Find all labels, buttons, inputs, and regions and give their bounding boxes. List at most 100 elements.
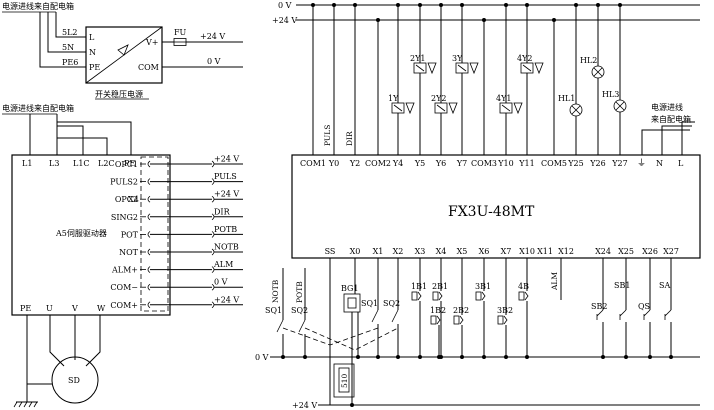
servo-term-l1c: L1C (73, 159, 90, 168)
plc-out-y7: Y7 (456, 159, 467, 168)
reed-3b1: 3B1 (475, 282, 491, 301)
reed-contact (417, 291, 422, 301)
psu-box-pe: PE (89, 63, 100, 72)
reed-contact (481, 291, 486, 301)
junction-dot (350, 403, 354, 407)
reed-label-1b1: 1B1 (411, 282, 427, 291)
reed-label-2b1: 2B1 (432, 282, 448, 291)
button-sb2: SB2 (591, 302, 607, 320)
plc-in-x2: X2 (393, 247, 404, 256)
button-label-qs: QS (638, 302, 650, 311)
servo-pin-1: PULS2 (110, 178, 138, 187)
psu-term-pe6: PE6 (62, 58, 78, 67)
limit-sq1-left: SQ1 (265, 306, 282, 315)
plc-out-y25: Y25 (567, 159, 583, 168)
servo-pin-8: COM+ (110, 301, 138, 310)
reed-3b2: 3B2 (497, 306, 513, 325)
psu-out-0v: 0 V (207, 57, 221, 66)
bottom-0v-label: 0 V (255, 353, 269, 362)
plc-out-y27: Y27 (611, 159, 627, 168)
valve-2y1: 2Y1 (410, 5, 437, 155)
servo-pin-6: ALM+ (111, 266, 138, 275)
valve-symbol (405, 102, 415, 115)
plc-in-x12: X12 (558, 247, 574, 256)
valve-label-2y1: 2Y1 (410, 54, 425, 63)
lamp-hl2: HL2 (580, 5, 605, 155)
plc-in-x27: X27 (663, 247, 679, 256)
junction-dot (356, 355, 360, 359)
plc-in-x1: X1 (373, 247, 384, 256)
bottom-24v-label: +24 V (292, 401, 317, 410)
power-source-2: 来自配电箱 (651, 114, 691, 124)
plc-dir: DIR (345, 131, 354, 146)
servo-signal-8: +24 V (214, 295, 239, 304)
plc-in-x11: X11 (537, 247, 553, 256)
pin-connector (147, 283, 151, 291)
pin-connector (147, 301, 151, 309)
reed-magnet (475, 291, 482, 301)
reed-2b1: 2B1 (432, 282, 448, 301)
valve-2y2: 2Y2 (431, 5, 458, 155)
limit-potb: POTB (295, 281, 304, 303)
plc-out-y0: Y0 (328, 159, 339, 168)
valve-4y2: 4Y2 (517, 5, 544, 155)
junction-dot (437, 355, 441, 359)
plc-term-n: N (656, 159, 663, 168)
servo-bot-u: U (46, 304, 53, 313)
servo-motor-label: SD (68, 376, 80, 385)
button-label-sb1: SB1 (614, 281, 630, 290)
plc-out-y11: Y11 (518, 159, 534, 168)
valve-label-2y2: 2Y2 (431, 94, 446, 103)
plc-puls: PULS (323, 125, 332, 146)
valve-1y: 1Y (388, 5, 415, 155)
sensor-inner (347, 297, 357, 309)
button-contact (619, 309, 627, 320)
pin-connector (147, 266, 151, 273)
plc-alm: ALM (550, 272, 559, 291)
button-sb1: SB1 (614, 281, 630, 320)
plc-name: FX3U-48MT (448, 204, 535, 220)
reed-4b: 4B (518, 282, 529, 301)
plc-out-com2: COM2 (365, 159, 391, 168)
psu-box-l: L (89, 33, 95, 42)
reed-magnet (411, 291, 418, 301)
lamp-label-hl2: HL2 (580, 56, 597, 65)
junction-dot (504, 355, 508, 359)
servo-x4: X4 (128, 195, 139, 204)
plc-out-com3: COM3 (471, 159, 497, 168)
lamp-hl3: HL3 (602, 5, 627, 155)
plc-ground-symbol: ⏚ (637, 158, 646, 169)
junction-dot (525, 355, 529, 359)
servo-signal-0: +24 V (214, 155, 239, 164)
servo-signal-2: +24 V (214, 190, 239, 199)
sensor-bg1: BG1 (341, 284, 361, 313)
limit-sq2-left: SQ2 (291, 306, 308, 315)
servo-signal-4: POTB (214, 225, 237, 234)
sensor-label-bg1: BG1 (341, 284, 359, 293)
junction-dot (460, 355, 464, 359)
reed-contact (459, 315, 464, 325)
junction-dot (281, 355, 285, 359)
reed-label-1b2: 1B2 (430, 306, 446, 315)
resistor-510 (338, 367, 350, 393)
valve-label-4y2: 4Y2 (517, 54, 532, 63)
rail-junctions (311, 3, 622, 22)
reed-contact (503, 315, 508, 325)
reed-magnet (432, 291, 439, 301)
servo-section: 电源进线来自配电箱 L1 L3 L1C L2C PE A5伺服驱动器 X4 OP… (2, 103, 243, 408)
power-source-1: 电源进线 (651, 102, 683, 112)
plc-in-x7: X7 (501, 247, 512, 256)
servo-signal-5: NOTB (214, 243, 239, 252)
psu-vplus: V+ (145, 38, 158, 47)
plc-in-x25: X25 (618, 247, 634, 256)
plc-in-x5: X5 (457, 247, 468, 256)
button-sa: SA (659, 281, 672, 320)
plc-out-y4: Y4 (392, 159, 403, 168)
junction-dot (396, 355, 400, 359)
plc-out-y10: Y10 (497, 159, 513, 168)
linkage-dash (304, 327, 399, 351)
reed-1b1: 1B1 (411, 282, 427, 301)
